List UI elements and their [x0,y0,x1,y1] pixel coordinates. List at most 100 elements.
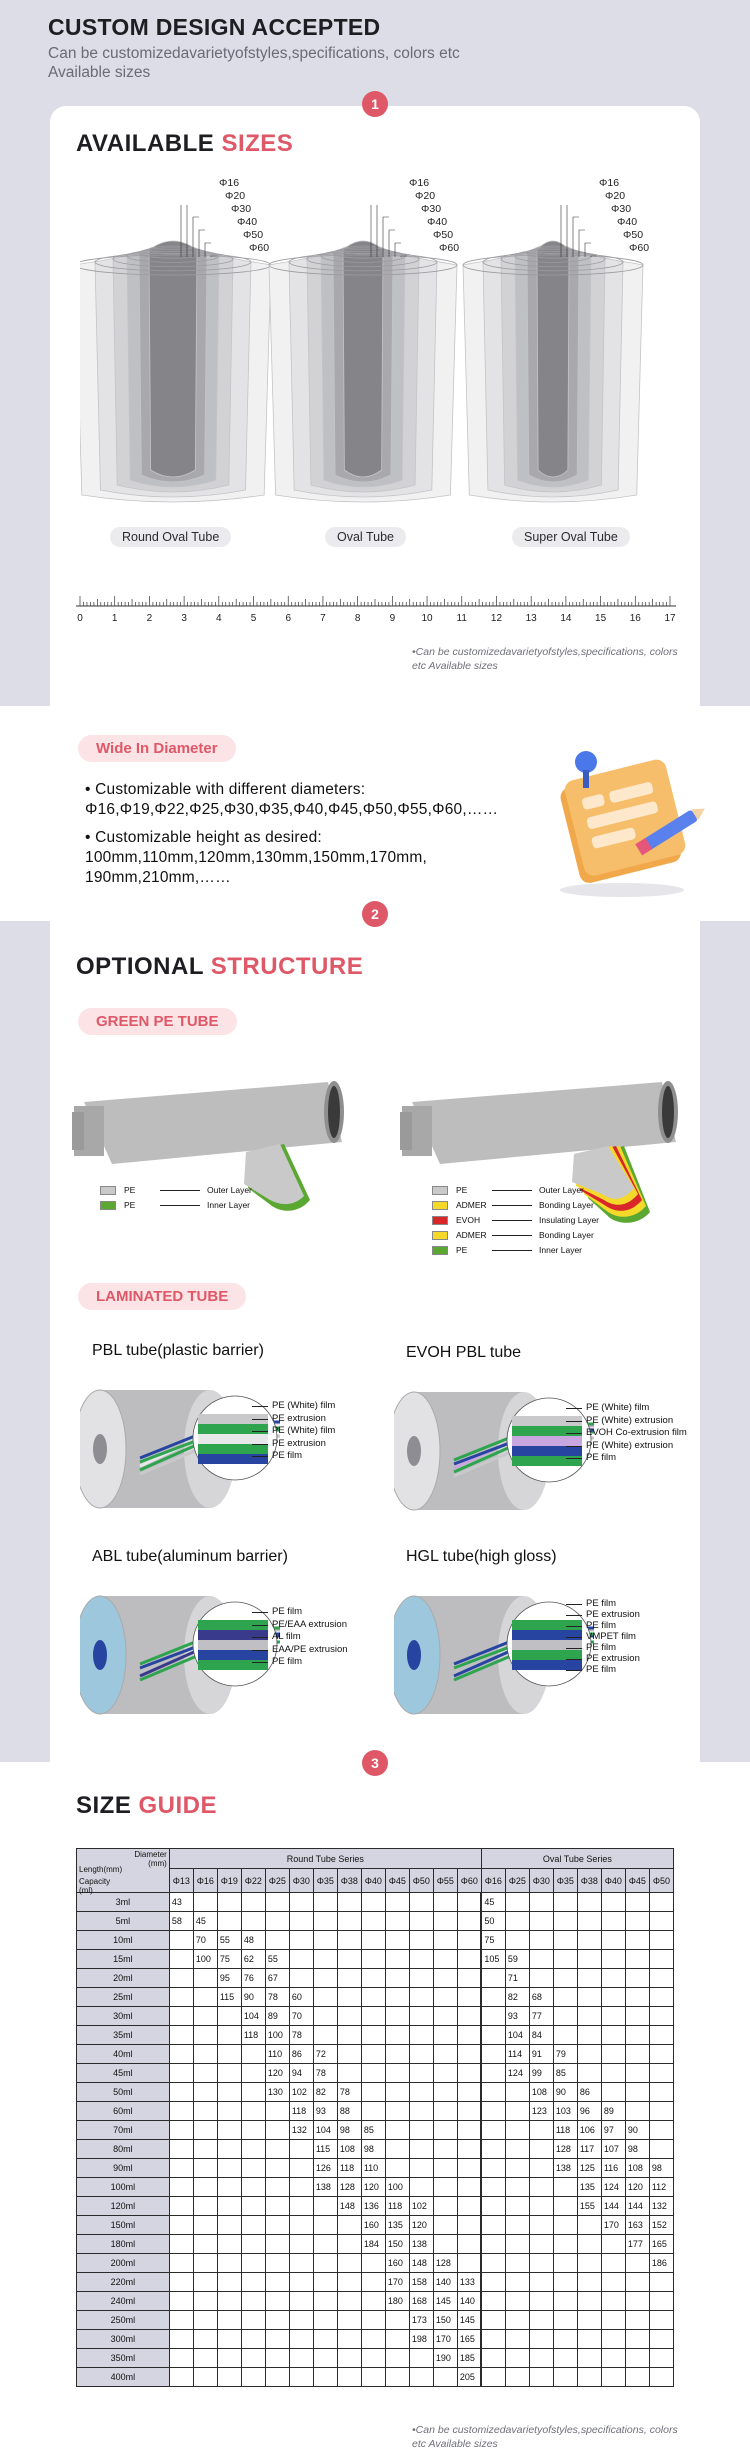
length-cell [624,2101,650,2121]
layer-band [512,1630,582,1640]
length-cell [192,2196,218,2216]
length-cell [504,2158,530,2178]
length-cell [480,2234,506,2254]
length-cell [336,2253,362,2273]
length-cell: 72 [312,2044,338,2064]
section-badge-2: 2 [362,901,388,927]
length-cell [336,1911,362,1931]
length-cell [168,2329,194,2349]
length-cell: 108 [624,2158,650,2178]
length-cell [216,2291,242,2311]
legend-swatch [100,1186,116,1195]
length-cell: 123 [528,2101,554,2121]
length-cell [360,2348,386,2368]
length-cell [552,2253,578,2273]
length-cell [288,2291,314,2311]
length-cell: 78 [288,2025,314,2045]
length-cell [504,2348,530,2368]
length-cell [168,2234,194,2254]
tube-rim [148,245,198,255]
length-cell [648,1892,675,1912]
tube-rim [94,252,252,272]
length-cell [240,2291,266,2311]
capacity-cell: 30ml [76,2006,170,2026]
length-cell: 79 [552,2044,578,2064]
length-cell [576,2367,602,2387]
section-badge-3: 3 [362,1750,388,1776]
length-cell [408,2139,434,2159]
callout-line [252,1418,268,1420]
length-cell [360,2291,386,2311]
length-cell [360,1949,386,1969]
length-cell [552,2367,578,2387]
ruler-number: 13 [525,613,537,624]
bullet-text: 100mm,110mm,120mm,130mm,150mm,170mm, [85,849,427,866]
length-cell: 108 [528,2082,554,2102]
column-header: Φ50 [648,1868,675,1893]
length-cell [312,1968,338,1988]
length-cell [552,2196,578,2216]
length-cell [576,2025,602,2045]
length-cell [360,2082,386,2102]
length-cell: 90 [624,2120,650,2140]
length-cell [264,2329,290,2349]
length-cell [264,2120,290,2140]
layer-label: PE film [586,1620,617,1631]
legend-arrow [492,1220,532,1221]
length-cell [480,2139,506,2159]
length-cell [480,2215,506,2235]
length-cell [408,2082,434,2102]
leader-line [590,255,597,257]
corner-length: Length(mm) [79,1865,123,1874]
length-cell [192,2063,218,2083]
length-cell [192,2006,218,2026]
length-cell [360,1968,386,1988]
column-header: Φ35 [552,1868,578,1893]
length-cell [648,2329,675,2349]
length-cell [216,2025,242,2045]
length-cell: 190 [432,2348,458,2368]
length-cell [192,1987,218,2007]
size-guide-table: Diameter (mm)Length(mm)Capacity (ml)Roun… [76,1847,675,2387]
length-cell [552,2310,578,2330]
length-cell [360,1911,386,1931]
length-cell [504,1892,530,1912]
length-cell [624,2272,650,2292]
length-cell [480,2177,506,2197]
length-cell: 140 [432,2272,458,2292]
length-cell [264,2234,290,2254]
column-header: Φ45 [624,1868,650,1893]
length-cell [168,2044,194,2064]
length-cell [624,1911,650,1931]
length-cell [504,2082,530,2102]
length-cell [648,2101,675,2121]
length-cell [264,2367,290,2387]
length-cell [600,2310,626,2330]
length-cell [240,1911,266,1931]
ruler-number: 10 [421,613,433,624]
length-cell [432,2101,458,2121]
tube-rim [462,254,644,276]
column-header: Φ16 [192,1868,218,1893]
length-cell [480,2158,506,2178]
legend-name: PE [124,1200,136,1210]
length-cell: 150 [432,2310,458,2330]
length-cell [264,2139,290,2159]
diameter-label: Φ30 [231,203,252,215]
length-cell [624,1968,650,1988]
length-cell: 100 [192,1949,218,1969]
diameter-label: Φ16 [409,177,430,189]
length-cell [456,2158,483,2178]
callout-line [252,1612,268,1613]
length-cell [432,1892,458,1912]
length-cell [216,2234,242,2254]
document-pencil-icon [560,751,705,897]
length-cell [240,2177,266,2197]
length-cell [480,2310,506,2330]
length-cell [336,2044,362,2064]
length-cell: 148 [336,2196,362,2216]
length-cell [192,2215,218,2235]
